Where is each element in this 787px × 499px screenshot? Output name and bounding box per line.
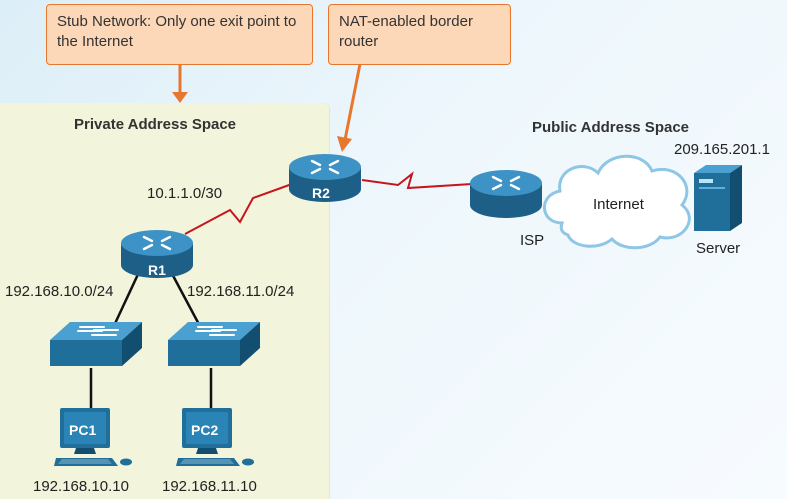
r1-switch2-link	[168, 269, 204, 331]
switch-2-icon	[168, 322, 260, 366]
r2-isp-serial-link	[361, 171, 473, 190]
private-address-zone	[0, 103, 329, 499]
server-address-label: 209.165.201.1	[674, 141, 770, 158]
nat-callout-arrow	[343, 63, 362, 141]
nat-callout-arrowhead	[337, 136, 352, 152]
stub-callout-arrowhead	[172, 92, 188, 103]
router-r1-label: R1	[148, 262, 166, 278]
pc2-address: 192.168.11.10	[162, 478, 257, 495]
router-isp-icon	[470, 170, 542, 218]
internet-cloud-icon	[543, 154, 691, 250]
pc2-label: PC2	[191, 422, 219, 438]
pc1-label: PC1	[69, 422, 97, 438]
r1-r2-link-address: 10.1.1.0/30	[147, 185, 223, 202]
lan1-address: 192.168.10.0/24	[5, 283, 114, 300]
r1-r2-serial-link	[184, 183, 293, 235]
switch-1-icon	[50, 322, 142, 366]
nat-router-callout: NAT-enabled border router	[328, 4, 511, 65]
internet-label: Internet	[593, 196, 644, 213]
router-r2-icon	[289, 154, 361, 202]
router-r1-icon	[121, 230, 193, 278]
public-zone-title: Public Address Space	[532, 119, 690, 136]
pc1-address: 192.168.10.10	[33, 478, 129, 495]
stub-network-callout: Stub Network: Only one exit point to the…	[46, 4, 313, 65]
isp-label: ISP	[520, 232, 545, 249]
server-icon	[694, 165, 742, 231]
pc1-icon	[54, 408, 132, 466]
r1-switch1-link	[110, 269, 142, 331]
private-zone-title: Private Address Space	[74, 116, 237, 133]
pc2-icon	[176, 408, 254, 466]
router-r2-label: R2	[312, 185, 330, 201]
server-label: Server	[696, 240, 741, 257]
lan2-address: 192.168.11.0/24	[187, 283, 295, 300]
